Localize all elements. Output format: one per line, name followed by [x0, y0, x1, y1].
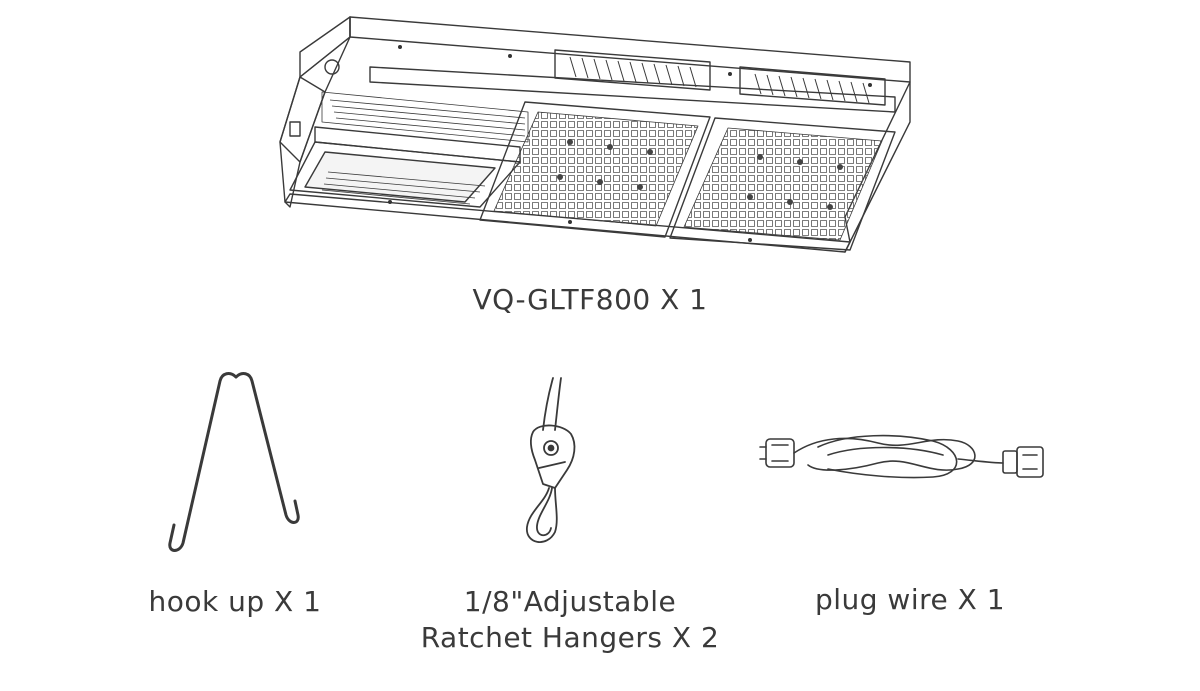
- ratchet-caption-line2: Ratchet Hangers X 2: [420, 621, 720, 654]
- ratchet-hanger-icon: [505, 372, 595, 550]
- hook-icon: [158, 365, 308, 555]
- plug-wire-icon: [758, 425, 1048, 495]
- ratchet-caption: 1/8"Adjustable Ratchet Hangers X 2: [380, 584, 760, 656]
- plug-caption: plug wire X 1: [814, 583, 1006, 616]
- ratchet-caption-line1: 1/8"Adjustable: [463, 585, 677, 618]
- grow-light-fixture-icon: [270, 12, 925, 257]
- fixture-caption: VQ-GLTF800 X 1: [472, 283, 708, 316]
- hook-caption: hook up X 1: [148, 585, 322, 618]
